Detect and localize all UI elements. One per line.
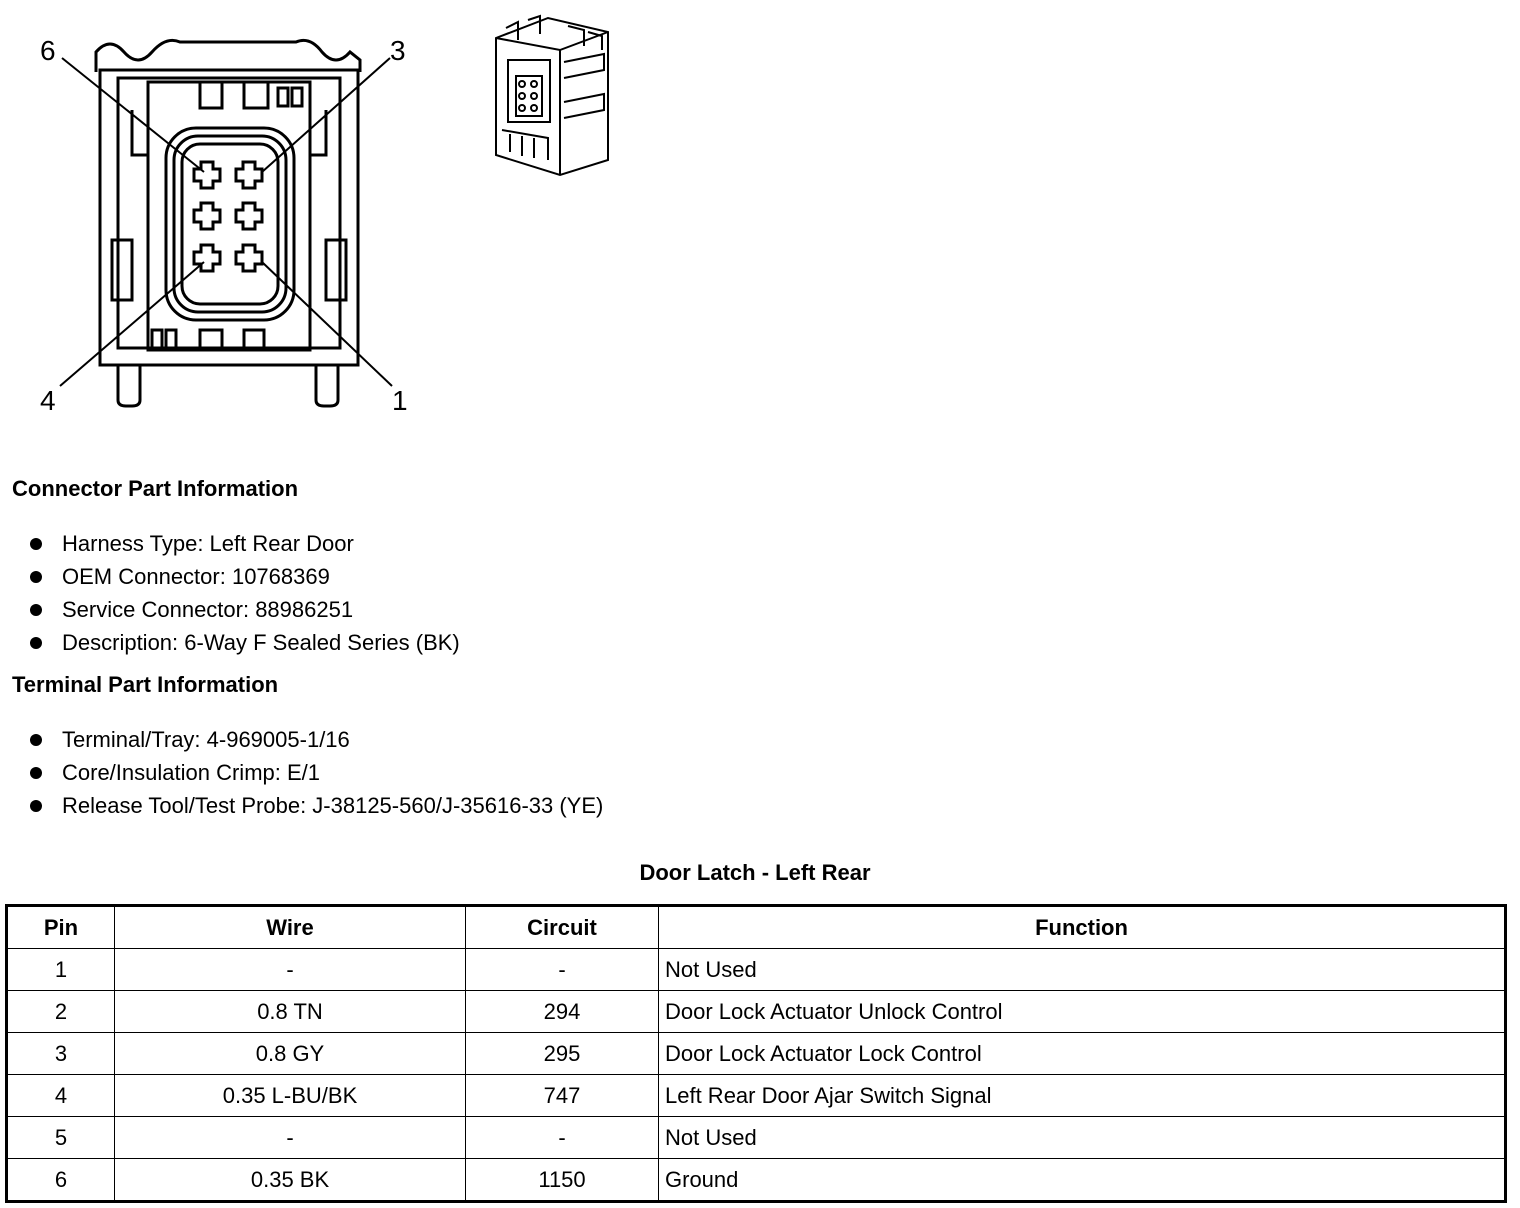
table-row: 5 - - Not Used [6, 1116, 1506, 1159]
cell-pin: 6 [6, 1158, 115, 1202]
cell-circuit: - [465, 948, 659, 991]
header-circuit: Circuit [465, 905, 659, 949]
table-row: 2 0.8 TN 294 Door Lock Actuator Unlock C… [6, 990, 1506, 1033]
callout-pin-3: 3 [390, 35, 406, 66]
cell-wire: - [114, 1116, 466, 1159]
list-item: Harness Type: Left Rear Door [28, 527, 460, 560]
header-function: Function [658, 905, 1506, 949]
table-row: 1 - - Not Used [6, 948, 1506, 991]
cell-circuit: 295 [465, 1032, 659, 1075]
cell-wire: 0.35 L-BU/BK [114, 1074, 466, 1117]
table-header-row: Pin Wire Circuit Function [6, 905, 1506, 949]
list-item: Terminal/Tray: 4-969005-1/16 [28, 723, 603, 756]
table-row: 6 0.35 BK 1150 Ground [6, 1158, 1506, 1202]
connector-isometric-illustration [495, 14, 609, 177]
cell-wire: - [114, 948, 466, 991]
callout-pin-1: 1 [392, 385, 408, 416]
callout-pin-6: 6 [40, 35, 56, 66]
list-item: Description: 6-Way F Sealed Series (BK) [28, 626, 460, 659]
table-row: 3 0.8 GY 295 Door Lock Actuator Lock Con… [6, 1032, 1506, 1075]
cell-circuit: 1150 [465, 1158, 659, 1202]
terminal-info-title: Terminal Part Information [12, 672, 279, 697]
pinout-table: Pin Wire Circuit Function 1 - - Not Used… [5, 904, 1507, 1203]
cell-circuit: 294 [465, 990, 659, 1033]
list-item: OEM Connector: 10768369 [28, 560, 460, 593]
header-pin: Pin [6, 905, 115, 949]
cell-function: Not Used [658, 948, 1506, 991]
list-item: Core/Insulation Crimp: E/1 [28, 756, 603, 789]
table-row: 4 0.35 L-BU/BK 747 Left Rear Door Ajar S… [6, 1074, 1506, 1117]
cell-circuit: - [465, 1116, 659, 1159]
cell-pin: 2 [6, 990, 115, 1033]
cell-function: Left Rear Door Ajar Switch Signal [658, 1074, 1506, 1117]
cell-function: Ground [658, 1158, 1506, 1202]
connector-face-diagram: 6 3 4 1 [40, 35, 408, 416]
cell-pin: 1 [6, 948, 115, 991]
connector-info-title: Connector Part Information [12, 476, 299, 501]
cell-function: Not Used [658, 1116, 1506, 1159]
cell-pin: 3 [6, 1032, 115, 1075]
cell-function: Door Lock Actuator Lock Control [658, 1032, 1506, 1075]
terminal-info-list: Terminal/Tray: 4-969005-1/16 Core/Insula… [28, 723, 603, 822]
cell-wire: 0.8 TN [114, 990, 466, 1033]
connector-info-list: Harness Type: Left Rear Door OEM Connect… [28, 527, 460, 659]
cell-function: Door Lock Actuator Unlock Control [658, 990, 1506, 1033]
cell-circuit: 747 [465, 1074, 659, 1117]
header-wire: Wire [114, 905, 466, 949]
list-item: Service Connector: 88986251 [28, 593, 460, 626]
list-item: Release Tool/Test Probe: J-38125-560/J-3… [28, 789, 603, 822]
callout-pin-4: 4 [40, 385, 56, 416]
cell-pin: 5 [6, 1116, 115, 1159]
cell-wire: 0.35 BK [114, 1158, 466, 1202]
cell-wire: 0.8 GY [114, 1032, 466, 1075]
table-title: Door Latch - Left Rear [639, 860, 871, 885]
cell-pin: 4 [6, 1074, 115, 1117]
